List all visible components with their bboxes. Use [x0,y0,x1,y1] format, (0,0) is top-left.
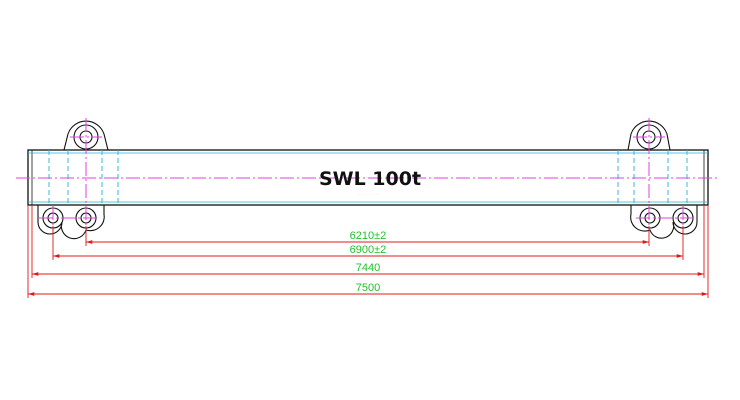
dimension-label-7440: 7440 [356,262,380,274]
dimension-7500: 7500 [27,282,708,296]
watermark-text: · · · · · · · [358,192,378,198]
dimension-6210: 6210±2 [86,230,649,244]
dimension-6900: 6900±2 [53,244,683,258]
dimension-label-6210: 6210±2 [350,230,387,242]
bottom-lug-left [37,205,105,240]
center-lines [16,118,720,232]
dimension-label-6900: 6900±2 [350,244,387,256]
dimension-7440: 7440 [31,262,704,276]
swl-label: SWL 100t [319,168,421,190]
dimension-label-7500: 7500 [356,282,380,294]
bottom-lug-right [630,205,698,239]
